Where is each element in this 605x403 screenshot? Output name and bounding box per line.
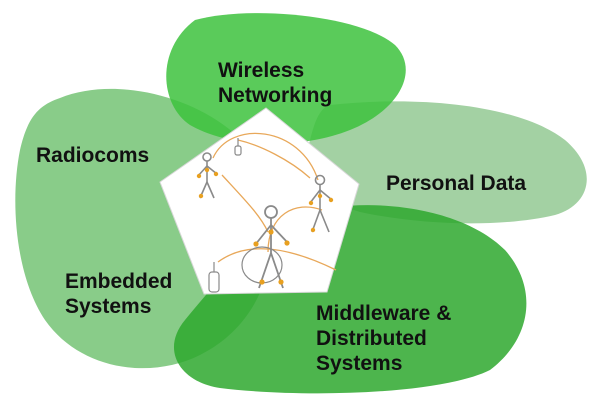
sensor-device: [234, 138, 242, 156]
sensor-node: [278, 279, 284, 285]
label-line: Radiocoms: [36, 144, 150, 167]
sensor-node: [196, 173, 202, 179]
label-line: Embedded: [65, 270, 173, 293]
sensor-nodes: [196, 167, 334, 285]
sensor-node: [284, 240, 290, 246]
sensor-node: [310, 227, 316, 233]
middleware-distributed-label: Middleware & Distributed Systems: [316, 301, 451, 376]
sensor-node: [198, 193, 204, 199]
radiocoms-label: Radiocoms: [36, 143, 149, 168]
sensor-node: [308, 200, 314, 206]
comm-arc: [212, 132, 319, 181]
sensor-node: [253, 241, 259, 247]
label-line: Systems: [316, 352, 403, 375]
sensor-node: [317, 193, 323, 199]
comm-arc: [221, 174, 269, 233]
label-line: Networking: [218, 84, 333, 107]
label-line: Distributed: [316, 327, 427, 350]
comm-arc: [267, 206, 323, 253]
label-line: Middleware &: [316, 302, 452, 325]
personal-data-blob: [307, 101, 587, 224]
sensor-node: [213, 171, 219, 177]
sensor-node: [204, 167, 210, 173]
body-network-illustration: [196, 132, 337, 293]
sensor-node: [268, 229, 274, 235]
sensor-node: [259, 279, 265, 285]
sensor-node: [328, 197, 334, 203]
label-line: Wireless: [218, 59, 305, 82]
comm-arc: [237, 139, 311, 179]
label-line: Personal Data: [386, 172, 527, 195]
personal-data-label: Personal Data: [386, 171, 526, 196]
wireless-networking-label: Wireless Networking: [218, 58, 332, 108]
sensor-device: [208, 262, 220, 293]
embedded-systems-label: Embedded Systems: [65, 269, 172, 319]
label-line: Systems: [65, 295, 152, 318]
wireless-networking-blob: [166, 13, 406, 144]
